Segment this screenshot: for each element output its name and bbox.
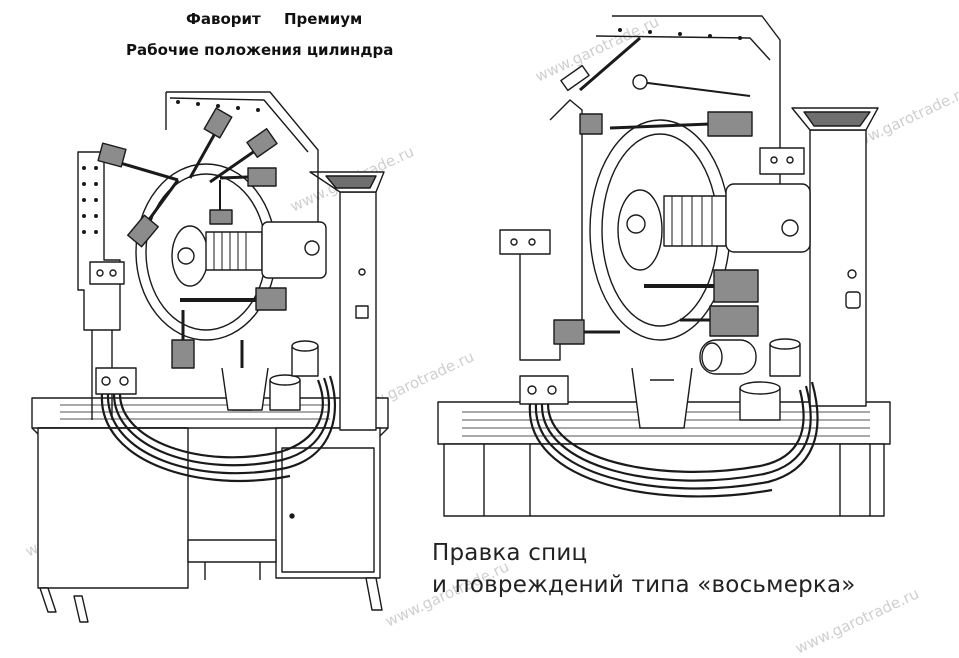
right-machine-icon: [437, 15, 891, 517]
brand-premium: Премиум: [284, 10, 363, 28]
page-subtitle: Рабочие положения цилиндра: [126, 41, 394, 59]
left-machine-icon: [31, 91, 389, 623]
brand-favorit: Фаворит: [186, 10, 261, 28]
caption-line-2: и повреждений типа «восьмерка»: [432, 572, 856, 598]
caption-line-1: Правка спиц: [432, 540, 588, 566]
